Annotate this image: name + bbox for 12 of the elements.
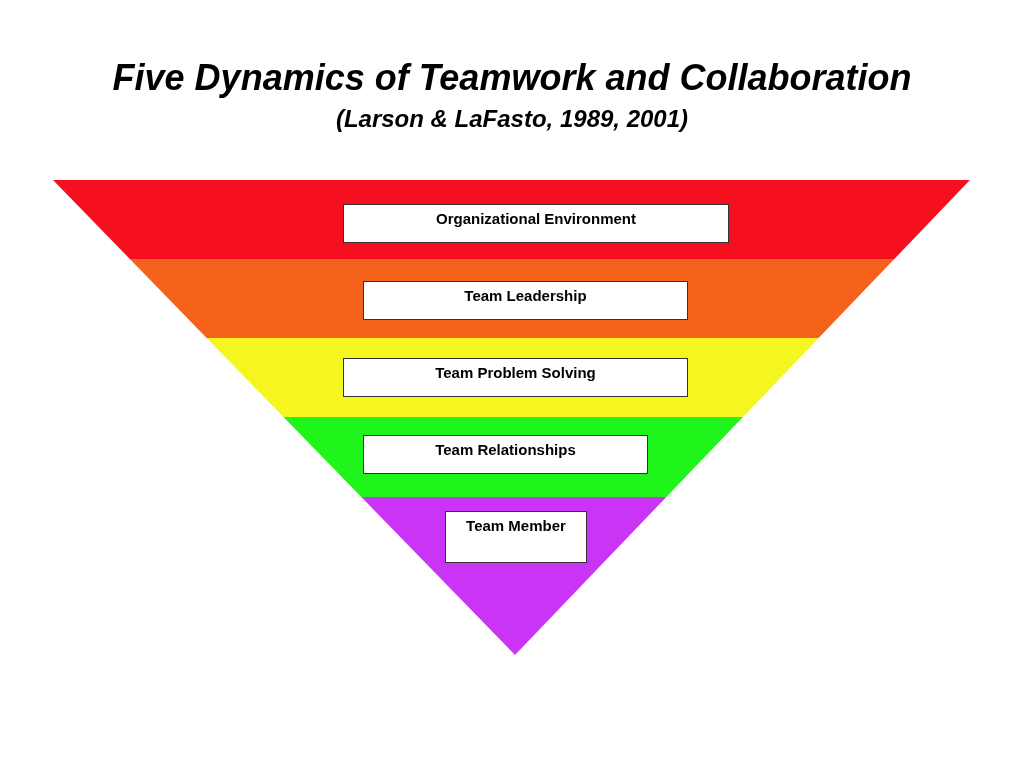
label-text: Organizational Environment [436, 209, 636, 229]
label-box [363, 435, 648, 474]
label-box [343, 204, 729, 243]
label-text: Team Leadership [464, 286, 587, 306]
label-text: Team Problem Solving [435, 363, 596, 383]
subtitle: (Larson & LaFasto, 1989, 2001) [334, 104, 690, 134]
label-box [445, 511, 587, 563]
title: Five Dynamics of Teamwork and Collaboration [111, 56, 913, 100]
label-text: Team Relationships [435, 440, 576, 460]
label-box [343, 358, 688, 397]
label-text: Team Member [466, 516, 566, 536]
label-box [363, 281, 688, 320]
